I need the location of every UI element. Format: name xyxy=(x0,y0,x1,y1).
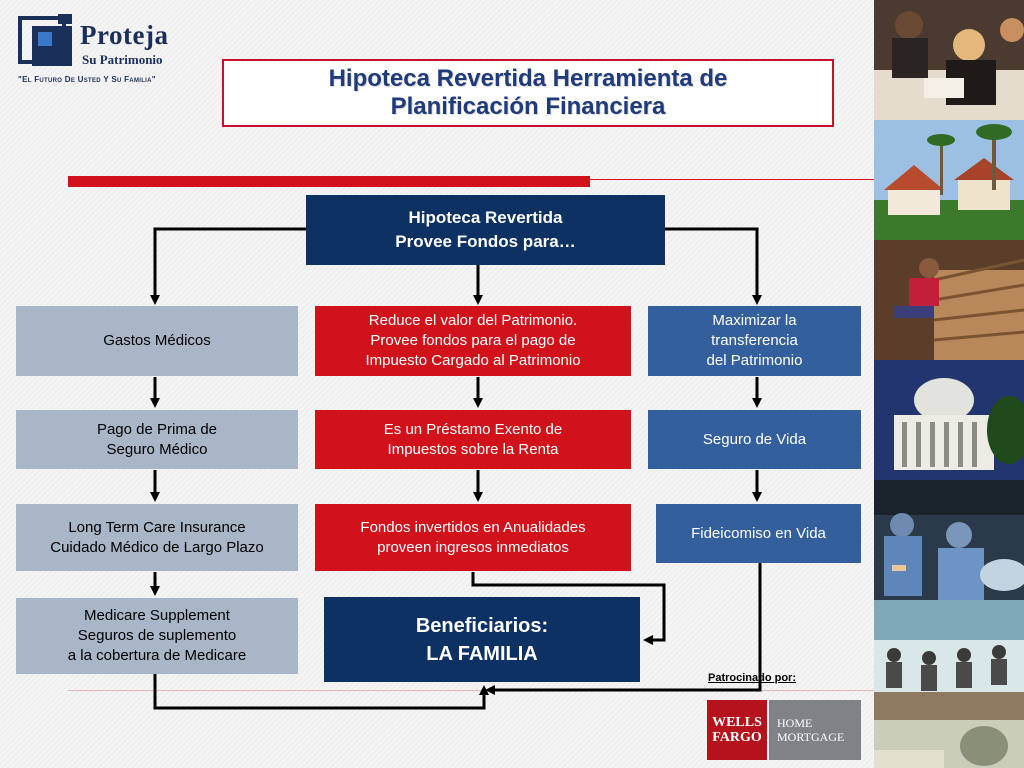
middle-box-2: Es un Préstamo Exento de Impuestos sobre… xyxy=(315,410,631,469)
footer-divider-line xyxy=(68,690,874,691)
beneficiaries-box: Beneficiarios: LA FAMILIA xyxy=(324,597,640,682)
title-box: Hipoteca Revertida Herramienta de Planif… xyxy=(222,59,834,127)
logo-mark-icon xyxy=(18,12,76,70)
currency-photo xyxy=(874,720,1024,768)
logo-tagline: "El Futuro De Usted Y Su Familia" xyxy=(18,75,156,84)
photo-strip xyxy=(874,0,1024,768)
page-title: Hipoteca Revertida Herramienta de Planif… xyxy=(329,65,728,121)
connector-left xyxy=(155,229,306,300)
middle-box-1: Reduce el valor del Patrimonio. Provee f… xyxy=(315,306,631,376)
right-box-1: Maximizar la transferencia del Patrimoni… xyxy=(648,306,861,376)
connector-right xyxy=(665,229,757,300)
proteja-logo: Proteja Su Patrimonio "El Futuro De Uste… xyxy=(14,12,194,88)
sponsor-label: Patrocinado por: xyxy=(708,672,796,684)
top-box: Hipoteca Revertida Provee Fondos para… xyxy=(306,195,665,265)
right-box-3: Fideicomiso en Vida xyxy=(656,504,861,563)
houses-photo xyxy=(874,120,1024,240)
red-divider-line xyxy=(590,179,874,180)
logo-subname: Su Patrimonio xyxy=(82,52,163,68)
logo-name: Proteja xyxy=(80,20,168,51)
left-box-1: Gastos Médicos xyxy=(16,306,298,376)
middle-box-3: Fondos invertidos en Anualidades proveen… xyxy=(315,504,631,571)
red-divider-bar xyxy=(68,176,590,187)
home-mortgage-label: HOME MORTGAGE xyxy=(769,700,861,760)
wells-fargo-logo: WELLS FARGO xyxy=(707,700,767,760)
left-box-4: Medicare Supplement Seguros de suplement… xyxy=(16,598,298,674)
left-box-2: Pago de Prima de Seguro Médico xyxy=(16,410,298,469)
left-box-3: Long Term Care Insurance Cuidado Médico … xyxy=(16,504,298,571)
construction-photo xyxy=(874,240,1024,360)
right-box-2: Seguro de Vida xyxy=(648,410,861,469)
capitol-building-photo xyxy=(874,360,1024,480)
surgeons-photo xyxy=(874,480,1024,600)
classroom-photo xyxy=(874,600,1024,720)
people-meeting-photo xyxy=(874,0,1024,120)
